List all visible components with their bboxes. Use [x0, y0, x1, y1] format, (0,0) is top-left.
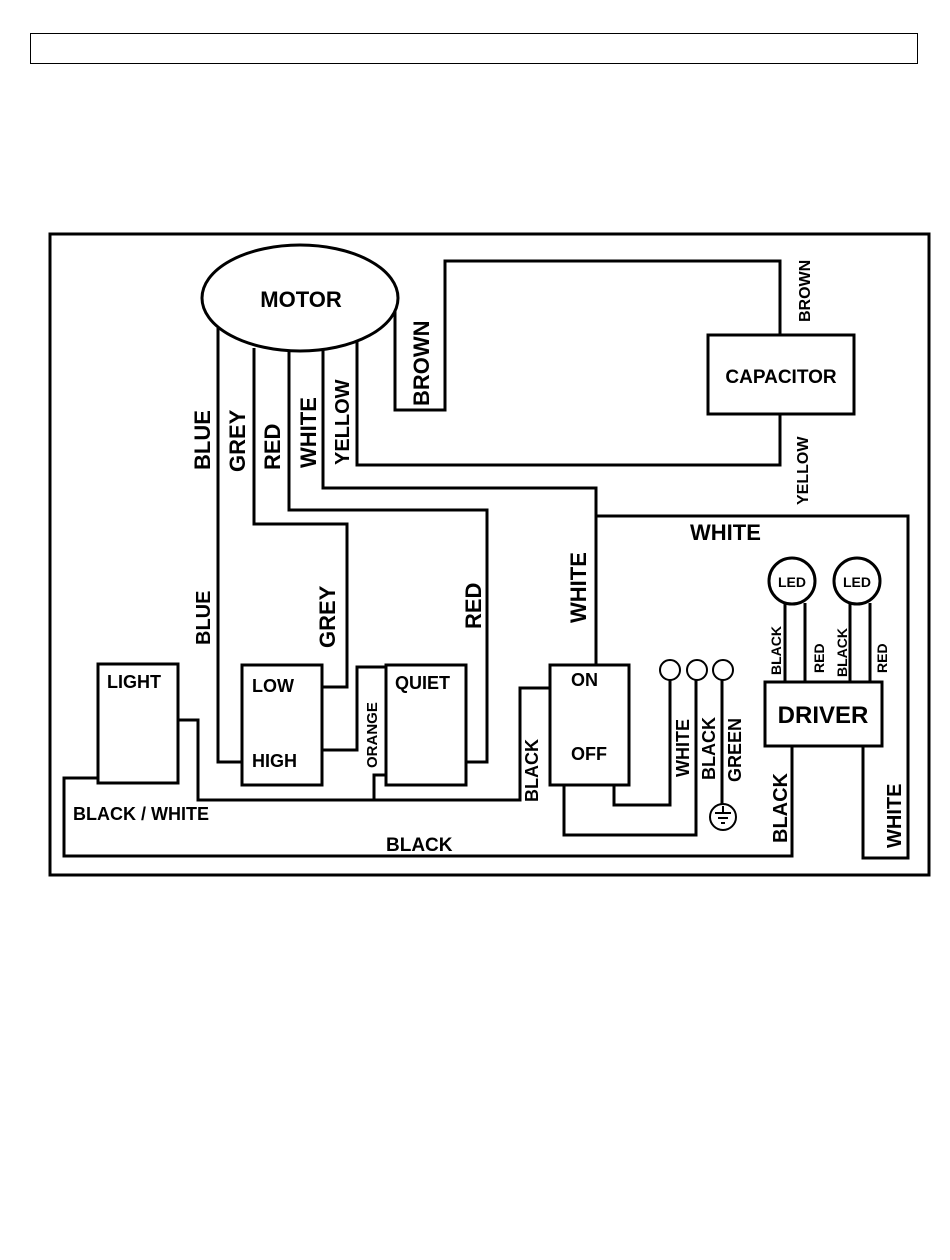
on-label: ON	[571, 670, 598, 690]
yellow-upper-label: YELLOW	[332, 379, 354, 465]
white-term-label: WHITE	[673, 719, 693, 777]
brown-cap-label: BROWN	[797, 260, 814, 322]
blue-upper-label: BLUE	[190, 410, 215, 470]
white-wire-switch	[323, 345, 596, 664]
driver-label: DRIVER	[778, 702, 869, 729]
grey-upper-label: GREY	[225, 409, 250, 472]
light-label: LIGHT	[107, 672, 161, 692]
yellow-cap-label: YELLOW	[795, 436, 812, 505]
black-bottom-label: BLACK	[386, 835, 453, 856]
terminal-white	[660, 660, 680, 680]
motor-label: MOTOR	[260, 287, 342, 312]
grey-lower-label: GREY	[315, 585, 340, 648]
orange-label: ORANGE	[364, 702, 381, 768]
off-label: OFF	[571, 744, 607, 764]
red-led2-label: RED	[874, 643, 890, 673]
terminal-green	[713, 660, 733, 680]
high-label: HIGH	[252, 751, 297, 771]
capacitor-label: CAPACITOR	[725, 367, 836, 388]
quiet-label: QUIET	[395, 673, 450, 693]
red-lower-label: RED	[461, 583, 486, 629]
led2-label: LED	[843, 574, 871, 590]
red-upper-label: RED	[260, 424, 285, 470]
low-label: LOW	[252, 676, 294, 696]
white-switch-label: WHITE	[566, 552, 591, 623]
brown-motor-label: BROWN	[409, 320, 434, 406]
black-term-label: BLACK	[699, 717, 719, 780]
quiet-return-wire	[374, 775, 386, 800]
ground-icon	[710, 804, 736, 830]
white-upper-label: WHITE	[296, 397, 321, 468]
terminal-black	[687, 660, 707, 680]
green-term-label: GREEN	[725, 718, 745, 782]
white-top-label: WHITE	[690, 520, 761, 545]
black-driver-label: BLACK	[770, 772, 792, 843]
led1-label: LED	[778, 574, 806, 590]
blue-lower-label: BLUE	[193, 591, 215, 645]
white-driver-label: WHITE	[884, 784, 906, 848]
black-switch-label: BLACK	[522, 739, 542, 802]
black-led2-label: BLACK	[834, 628, 850, 677]
blue-wire	[218, 328, 242, 762]
red-led1-label: RED	[811, 643, 827, 673]
diagram-frame	[50, 234, 929, 875]
black-led1-label: BLACK	[768, 626, 784, 675]
black-white-label: BLACK / WHITE	[73, 804, 209, 824]
